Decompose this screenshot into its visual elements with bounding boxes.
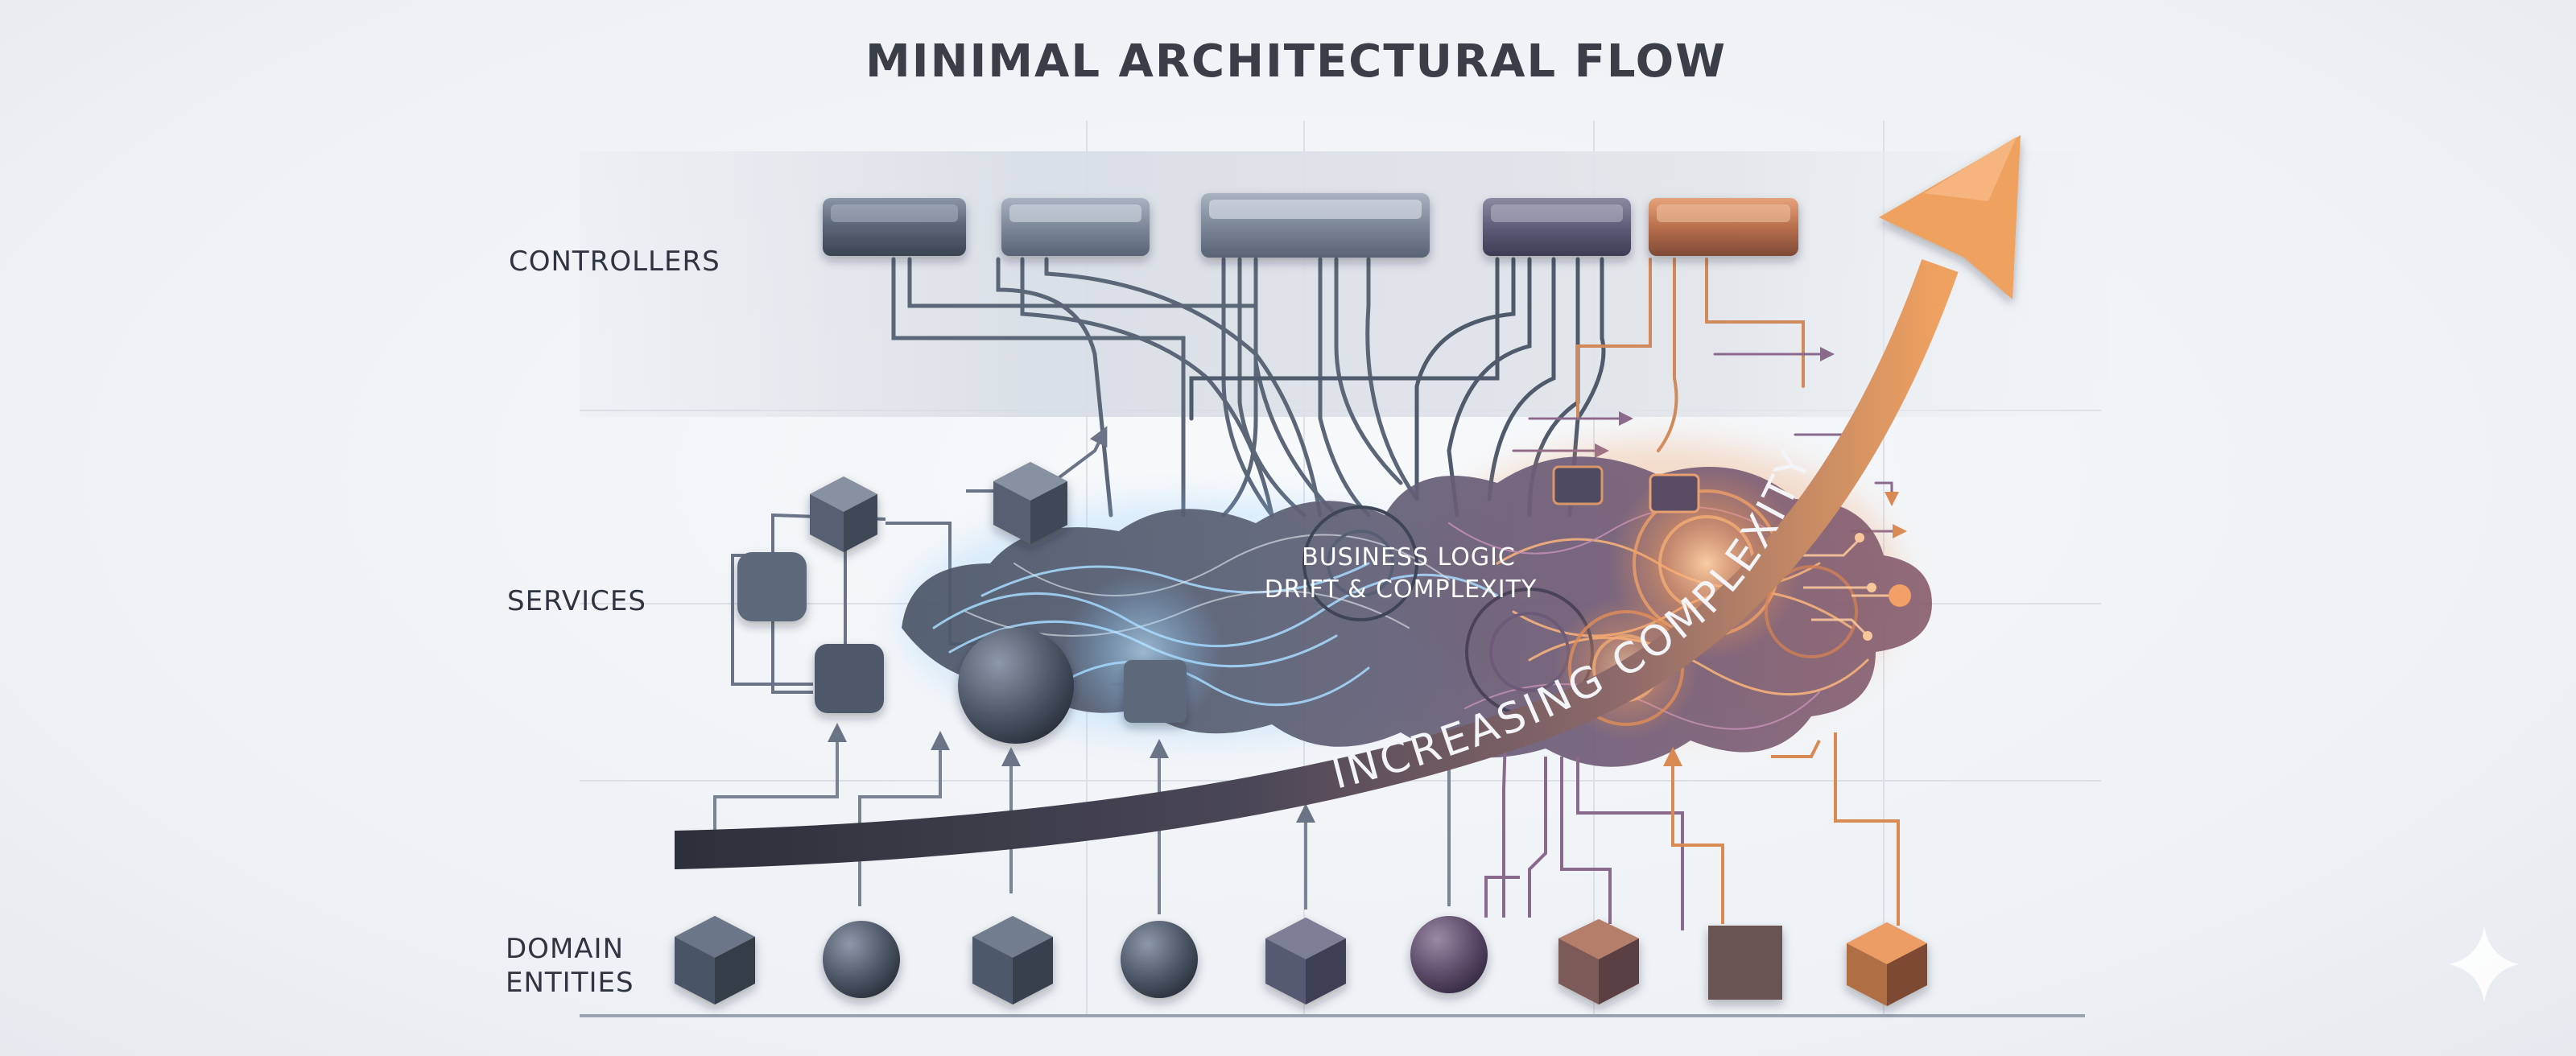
entity-connectors (713, 715, 1900, 930)
domain-entity-cube-1 (675, 916, 755, 1004)
service-node-square (1124, 660, 1187, 723)
diagram-title: MINIMAL ARCHITECTURAL FLOW (865, 35, 1727, 88)
layer-label-services: SERVICES (507, 585, 646, 617)
controller-box-3 (1201, 193, 1430, 258)
sparkle-icon (2449, 926, 2520, 1003)
domain-entity-cube-4 (1558, 919, 1639, 1004)
domain-entity-cube-3 (1265, 918, 1346, 1004)
service-node-cube-1 (810, 476, 877, 552)
center-label-line2: DRIFT & COMPLEXITY (1265, 575, 1538, 604)
domain-entity-sphere-1 (823, 921, 900, 998)
service-node-sphere (958, 628, 1074, 744)
domain-entity-square (1708, 926, 1782, 1000)
domain-entity-cube-2 (972, 916, 1053, 1004)
controller-box-5 (1649, 198, 1798, 256)
controller-box-1 (823, 198, 966, 256)
domain-entity-cube-5 (1847, 922, 1927, 1006)
layer-label-domain: DOMAIN (506, 933, 624, 965)
increasing-complexity-arrow (675, 135, 2021, 869)
service-node-rounded-2 (815, 644, 884, 713)
domain-entity-sphere-3 (1410, 916, 1488, 993)
controller-box-2 (1001, 198, 1150, 256)
service-node-rounded-1 (737, 552, 807, 621)
layer-label-controllers: CONTROLLERS (509, 245, 720, 278)
domain-entity-sphere-2 (1121, 921, 1198, 998)
service-node-cube-2 (993, 462, 1067, 544)
controller-box-4 (1483, 198, 1631, 256)
center-label-line1: BUSINESS LOGIC (1302, 543, 1516, 571)
layer-label-entities: ENTITIES (506, 967, 634, 999)
